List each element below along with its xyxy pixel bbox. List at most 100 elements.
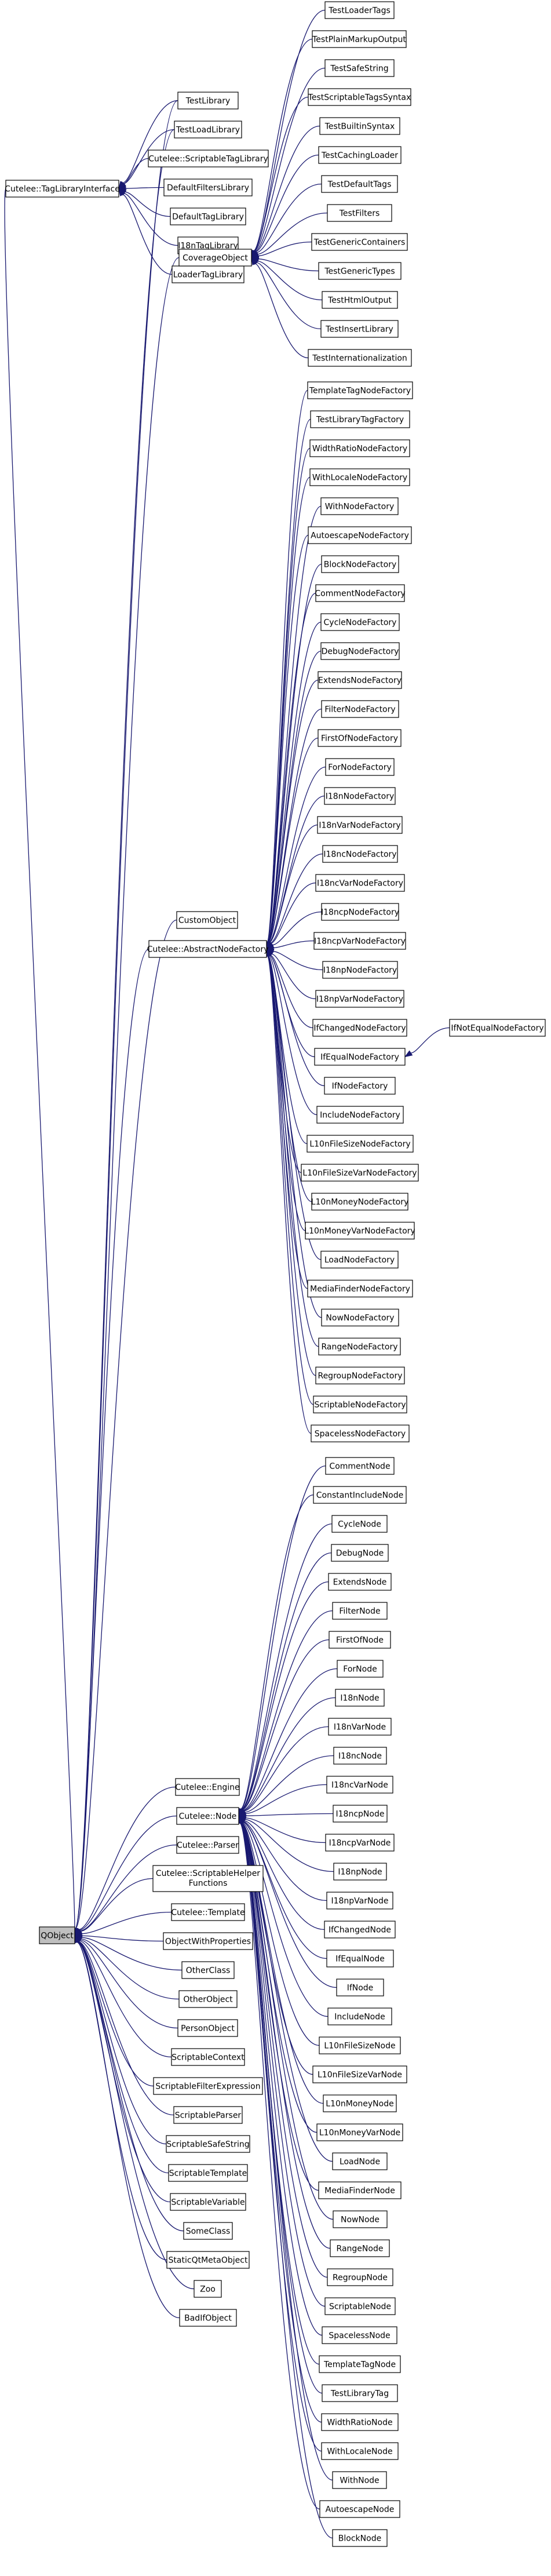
class-node-i18npnode[interactable]: I18npNode [333,1863,387,1881]
class-node-commentnode[interactable]: CommentNode [325,1457,395,1475]
class-node-i18ncpnode[interactable]: I18ncpNode [333,1805,388,1823]
class-node-scriptabletemplate[interactable]: ScriptableTemplate [168,2164,248,2182]
class-node-i18nvarnode[interactable]: I18nVarNode [328,1718,392,1736]
class-node-defaulttaglibrary[interactable]: DefaultTagLibrary [170,207,246,225]
class-node-personobject[interactable]: PersonObject [177,2019,238,2037]
class-node-testsafestring[interactable]: TestSafeString [324,59,395,77]
class-node-otherclass[interactable]: OtherClass [181,1961,235,1979]
class-node-i18nnodefactory[interactable]: I18nNodeFactory [324,787,396,805]
class-node-testdefaulttags[interactable]: TestDefaultTags [321,175,398,193]
class-node-fornodefactory[interactable]: ForNodeFactory [325,758,395,776]
class-node-loadertaglibrary[interactable]: LoaderTagLibrary [171,265,245,283]
class-node-i18ncpvarnode[interactable]: I18ncpVarNode [325,1834,395,1852]
class-node-scriptablenode[interactable]: ScriptableNode [324,2297,396,2315]
class-node-cutelee-engine[interactable]: Cutelee::Engine [175,1778,240,1796]
class-node-scriptableparser[interactable]: ScriptableParser [173,2106,243,2124]
class-node-testlibrary[interactable]: TestLibrary [177,92,239,110]
class-node-staticqtmetaobject[interactable]: StaticQtMetaObject [166,2251,250,2269]
class-node-otherobject[interactable]: OtherObject [178,1990,238,2008]
class-node-debugnodefactory[interactable]: DebugNodeFactory [320,642,400,660]
class-node-testinsertlibrary[interactable]: TestInsertLibrary [320,320,399,338]
class-node-i18ncvarnodefactory[interactable]: I18ncVarNodeFactory [315,874,405,892]
class-node-withnode[interactable]: WithNode [332,2471,387,2489]
class-node-defaultfilterslibrary[interactable]: DefaultFiltersLibrary [163,178,253,196]
class-node-testplainmarkupoutput[interactable]: TestPlainMarkupOutput [312,30,407,48]
class-node-testscriptabletagssyntax[interactable]: TestScriptableTagsSyntax [308,88,411,106]
class-node-autoescapenode[interactable]: AutoescapeNode [319,2500,400,2518]
class-node-withlocalenode[interactable]: WithLocaleNode [321,2442,399,2460]
class-node-testcachingloader[interactable]: TestCachingLoader [318,146,402,164]
class-node-blocknode[interactable]: BlockNode [332,2529,388,2547]
class-node-qobject[interactable]: QObject [39,1926,75,1944]
class-node-i18ncnode[interactable]: I18ncNode [333,1747,387,1765]
class-node-testlibrarytagfactory[interactable]: TestLibraryTagFactory [310,410,410,428]
class-node-zoo[interactable]: Zoo [194,2280,222,2298]
class-node-autoescapenodefactory[interactable]: AutoescapeNodeFactory [308,526,412,544]
class-node-testinternationalization[interactable]: TestInternationalization [308,349,412,367]
class-node-commentnodefactory[interactable]: CommentNodeFactory [315,584,406,602]
class-node-scriptablecontext[interactable]: ScriptableContext [171,2048,245,2066]
class-node-extendsnode[interactable]: ExtendsNode [328,1573,392,1591]
class-node-ifnodefactory[interactable]: IfNodeFactory [324,1077,396,1095]
class-node-i18nnode[interactable]: I18nNode [335,1689,385,1707]
class-node-ifequalnodefactory[interactable]: IfEqualNodeFactory [314,1048,406,1066]
class-node-testlibrarytag[interactable]: TestLibraryTag [322,2384,398,2402]
class-node-i18ncnodefactory[interactable]: I18ncNodeFactory [322,845,398,863]
class-node-l10nmoneyvarnode[interactable]: L10nMoneyVarNode [316,2123,403,2141]
class-node-objectwithproperties[interactable]: ObjectWithProperties [163,1932,253,1950]
class-node-scriptablesafestring[interactable]: ScriptableSafeString [166,2135,250,2153]
class-node-loadnode[interactable]: LoadNode [332,2152,388,2170]
class-node-scriptablefilterexpression[interactable]: ScriptableFilterExpression [153,2077,263,2095]
class-node-includenodefactory[interactable]: IncludeNodeFactory [316,1106,404,1124]
class-node-spacelessnodefactory[interactable]: SpacelessNodeFactory [311,1424,410,1442]
class-node-scriptablenodefactory[interactable]: ScriptableNodeFactory [313,1396,407,1413]
class-node-extendsnodefactory[interactable]: ExtendsNodeFactory [318,671,402,689]
class-node-l10nmoneyvarnodefactory[interactable]: L10nMoneyVarNodeFactory [304,1222,415,1240]
class-node-i18nvarnodefactory[interactable]: I18nVarNodeFactory [317,816,403,834]
class-node-testbuiltinsyntax[interactable]: TestBuiltinSyntax [319,117,400,135]
class-node-scriptablevariable[interactable]: ScriptableVariable [170,2193,246,2211]
class-node-customobject[interactable]: CustomObject [176,911,238,929]
class-node-mediafindernode[interactable]: MediaFinderNode [318,2181,402,2199]
class-node-testloadlibrary[interactable]: TestLoadLibrary [174,121,242,139]
class-node-i18ncpvarnodefactory[interactable]: I18ncpVarNodeFactory [313,932,406,950]
class-node-i18ncpnodefactory[interactable]: I18ncpNodeFactory [321,903,399,921]
class-node-filternodefactory[interactable]: FilterNodeFactory [321,700,399,718]
class-node-templatetagnodefactory[interactable]: TemplateTagNodeFactory [307,381,413,399]
class-node-fornode[interactable]: ForNode [337,1660,384,1678]
class-node-constantincludenode[interactable]: ConstantIncludeNode [313,1486,407,1504]
class-node-withnodefactory[interactable]: WithNodeFactory [320,497,399,515]
class-node-cyclenode[interactable]: CycleNode [331,1515,388,1533]
class-node-someclass[interactable]: SomeClass [183,2222,233,2240]
class-node-testgenericcontainers[interactable]: TestGenericContainers [311,233,408,251]
class-node-l10nfilesizenodefactory[interactable]: L10nFileSizeNodeFactory [306,1135,414,1153]
class-node-firstofnode[interactable]: FirstOfNode [329,1631,391,1649]
class-node-rangenodefactory[interactable]: RangeNodeFactory [318,1338,401,1356]
class-node-firstofnodefactory[interactable]: FirstOfNodeFactory [318,729,402,747]
class-node-widthrationode[interactable]: WidthRatioNode [321,2413,399,2431]
class-node-testgenerictypes[interactable]: TestGenericTypes [318,262,402,280]
class-node-i18ncvarnode[interactable]: I18ncVarNode [326,1776,393,1794]
class-node-blocknodefactory[interactable]: BlockNodeFactory [321,555,399,573]
class-node-testfilters[interactable]: TestFilters [327,204,392,222]
class-node-ifchangednode[interactable]: IfChangedNode [324,1921,396,1939]
class-node-regroupnodefactory[interactable]: RegroupNodeFactory [315,1367,405,1384]
class-node-coverageobject[interactable]: CoverageObject [178,249,252,267]
class-node-mediafindernodefactory[interactable]: MediaFinderNodeFactory [307,1280,413,1298]
class-node-withlocalenodefactory[interactable]: WithLocaleNodeFactory [309,468,410,486]
class-node-i18npvarnodefactory[interactable]: I18npVarNodeFactory [315,990,404,1008]
class-node-ifchangednodefactory[interactable]: IfChangedNodeFactory [312,1019,407,1037]
class-node-cutelee-template[interactable]: Cutelee::Template [171,1903,245,1921]
class-node-l10nmoneynode[interactable]: L10nMoneyNode [323,2094,397,2112]
class-node-spacelessnode[interactable]: SpacelessNode [322,2326,397,2344]
class-node-includenode[interactable]: IncludeNode [327,2007,392,2025]
class-node-filternode[interactable]: FilterNode [332,1602,388,1620]
class-node-badifobject[interactable]: BadIfObject [179,2309,237,2327]
class-node-l10nfilesizenode[interactable]: L10nFileSizeNode [319,2036,401,2054]
class-node-regroupnode[interactable]: RegroupNode [327,2268,393,2286]
class-node-debugnode[interactable]: DebugNode [331,1544,389,1562]
class-node-cutelee-taglibraryinterface[interactable]: Cutelee::TagLibraryInterface [5,180,120,198]
class-node-loadnodefactory[interactable]: LoadNodeFactory [320,1251,399,1269]
class-node-cutelee-parser[interactable]: Cutelee::Parser [176,1836,239,1854]
